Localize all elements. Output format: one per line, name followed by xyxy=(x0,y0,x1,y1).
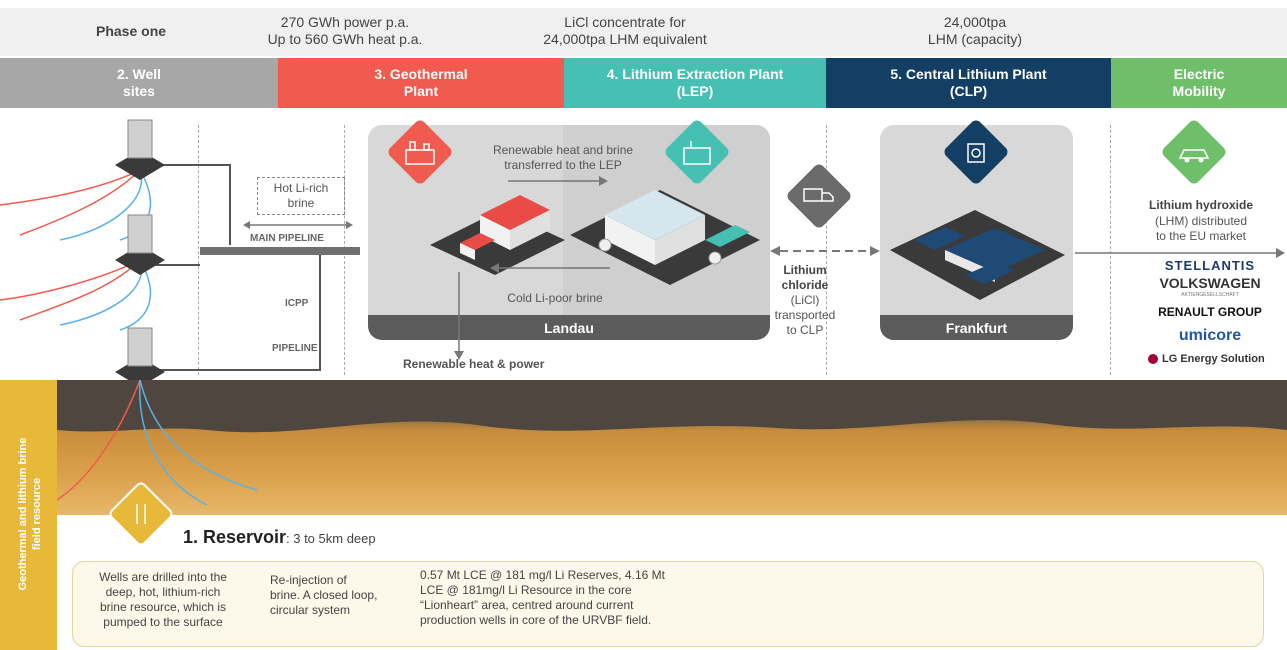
lep-plant-graphic xyxy=(570,190,760,285)
resource-side-band xyxy=(0,380,57,650)
phase-label: Phase one xyxy=(96,23,167,39)
licl-label-bold: Lithium chloride xyxy=(781,263,829,292)
stage-header-clp: 5. Central Lithium Plant (CLP) xyxy=(826,58,1111,108)
licl-label-rest: (LiCl) transported to CLP xyxy=(774,293,836,337)
umicore-logo: umicore xyxy=(1178,327,1242,344)
info-col-wells: Wells are drilled into the deep, hot, li… xyxy=(99,570,227,629)
info-col-resource: 0.57 Mt LCE @ 181 mg/l Li Reserves, 4.16… xyxy=(420,568,665,627)
stage-header-lep: 4. Lithium Extraction Plant (LEP) xyxy=(564,58,826,108)
pipeline-label: PIPELINE xyxy=(272,343,318,354)
reservoir-title: 1. Reservoir xyxy=(183,527,287,547)
frankfurt-label: Frankfurt xyxy=(880,315,1073,340)
reservoir-icon-glyph xyxy=(136,504,146,524)
phase-summary-bar xyxy=(0,8,1287,56)
lab-icon-glyph xyxy=(967,143,985,163)
volkswagen-logo: VOLKSWAGEN xyxy=(1159,275,1261,291)
rock-layer xyxy=(57,380,1287,433)
renewable-output-arrow xyxy=(454,272,464,360)
info-box xyxy=(72,561,1264,647)
lep-output-text: LiCl concentrate for 24,000tpa LHM equiv… xyxy=(543,14,707,47)
stage-header-electric-mobility: Electric Mobility xyxy=(1111,58,1287,108)
icpp-label: ICPP xyxy=(285,298,309,309)
lg-logo: LG Energy Solution xyxy=(1162,353,1265,365)
geothermal-output-text: 270 GWh power p.a. Up to 560 GWh heat p.… xyxy=(267,14,423,47)
divider xyxy=(1110,125,1111,375)
renault-logo: RENAULT GROUP xyxy=(1158,305,1262,319)
well-rig-icon xyxy=(115,119,165,387)
info-col-reinjection: Re-injection of brine. A closed loop, ci… xyxy=(270,573,378,617)
resource-side-label: Geothermal and lithium brine field resou… xyxy=(17,437,43,591)
clp-output-text: 24,000tpa LHM (capacity) xyxy=(927,14,1023,47)
factory-icon-glyph xyxy=(405,141,435,165)
lg-logo-icon xyxy=(1148,354,1158,364)
return-arrow xyxy=(490,263,610,273)
renewable-transfer-text: Renewable heat and brine transferred to … xyxy=(492,143,634,172)
reservoir-depth: : 3 to 5km deep xyxy=(286,531,376,546)
cold-brine-text: Cold Li-poor brine xyxy=(507,291,603,305)
licl-transport-arrow xyxy=(770,246,880,256)
volkswagen-sub: AKTIENGESELLSCHAFT xyxy=(1181,292,1239,298)
hot-brine-label: Hot Li-rich brine xyxy=(257,177,345,215)
geothermal-plant-graphic xyxy=(430,195,565,275)
lhm-label-rest: (LHM) distributed to the EU market xyxy=(1154,214,1248,243)
landau-label: Landau xyxy=(368,315,770,340)
plant-icon-glyph xyxy=(683,141,711,165)
ev-car-icon-glyph xyxy=(1178,149,1210,163)
stage-header-geothermal: 3. Geothermal Plant xyxy=(278,58,564,108)
distribution-arrow xyxy=(1075,248,1285,258)
main-pipeline-label: MAIN PIPELINE xyxy=(250,233,324,244)
lhm-label-bold: Lithium hydroxide xyxy=(1148,198,1253,212)
stage-header-well-sites: 2. Well sites xyxy=(0,58,278,108)
stellantis-logo: STELLANTIS xyxy=(1164,258,1256,273)
transfer-arrow xyxy=(508,176,608,186)
truck-icon-glyph xyxy=(803,188,834,202)
divider xyxy=(198,125,199,375)
clp-plant-graphic xyxy=(890,210,1065,300)
reservoir-brine-lines xyxy=(57,380,258,506)
renewable-output-text: Renewable heat & power xyxy=(403,357,545,371)
brine-flow-arrow xyxy=(243,221,353,229)
